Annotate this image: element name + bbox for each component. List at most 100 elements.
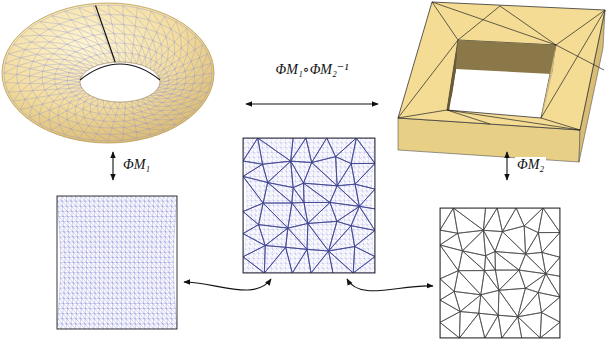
- seam-line: [96, 5, 116, 62]
- mesh-edge: [139, 226, 143, 227]
- mesh-edge: [124, 34, 125, 43]
- mesh-edge: [91, 112, 94, 120]
- mesh-edge: [55, 73, 69, 74]
- mesh-edge: [126, 196, 127, 201]
- mesh-edge: [30, 61, 33, 68]
- mesh-edge: [117, 216, 121, 217]
- mesh-edge: [157, 120, 161, 125]
- mesh-edge: [125, 43, 133, 53]
- mesh-edge: [161, 227, 165, 232]
- mesh-edge: [97, 133, 110, 135]
- mesh-edge: [200, 58, 203, 66]
- mesh-edge: [73, 231, 77, 232]
- mesh-edge: [168, 98, 175, 101]
- mesh-edge: [18, 58, 21, 66]
- mesh-edge: [130, 247, 134, 248]
- mesh-edge: [69, 247, 73, 248]
- mesh-edge: [143, 222, 144, 227]
- mesh-edge: [153, 221, 157, 222]
- mesh-edge: [162, 216, 166, 221]
- mesh-edge: [87, 257, 91, 262]
- mesh-edge: [60, 252, 64, 253]
- mesh-edge: [148, 221, 152, 222]
- mesh-edge: [61, 262, 65, 263]
- mesh-edge: [134, 211, 135, 216]
- mesh-edge: [136, 129, 148, 132]
- mesh-edge: [42, 48, 53, 54]
- mesh-edge: [111, 102, 115, 108]
- mesh-edge: [75, 115, 78, 124]
- mesh-edge: [137, 55, 139, 64]
- mesh-edge: [43, 65, 45, 71]
- mesh-edge: [90, 206, 95, 207]
- mesh-edge: [124, 127, 137, 132]
- mesh-edge: [126, 201, 131, 202]
- mesh-edge: [103, 211, 108, 216]
- mesh-edge: [16, 75, 18, 84]
- mesh-edge: [104, 121, 114, 122]
- mesh-edge: [60, 236, 64, 237]
- mesh-edge: [130, 242, 134, 243]
- mesh-edge: [121, 257, 125, 258]
- mesh-edge: [170, 211, 171, 216]
- mesh-edge: [73, 226, 77, 227]
- mesh-edge: [167, 201, 171, 206]
- mesh-edge: [138, 237, 139, 242]
- mesh-edge: [167, 73, 169, 77]
- mesh-edge: [172, 90, 183, 94]
- mesh-edge: [67, 81, 80, 83]
- mesh-edge: [76, 206, 81, 211]
- mesh-edge: [89, 25, 101, 27]
- mesh-edge: [120, 102, 125, 108]
- mesh-edge: [156, 52, 157, 62]
- mesh-edge: [139, 232, 143, 237]
- mesh-edge: [55, 69, 57, 74]
- mesh-edge: [131, 206, 135, 211]
- mesh-edge: [202, 54, 207, 66]
- mesh-edge: [108, 206, 113, 211]
- mesh-edge: [82, 226, 86, 227]
- mesh-edge: [161, 236, 165, 237]
- mesh-edge: [33, 61, 45, 65]
- mesh-edge: [160, 120, 171, 125]
- mesh-edge: [161, 247, 165, 248]
- mesh-edge: [169, 232, 170, 237]
- mesh-edge: [144, 201, 149, 202]
- mesh-edge: [144, 222, 148, 227]
- mesh-edge: [85, 201, 90, 206]
- mesh-edge: [167, 206, 171, 211]
- mesh-edge: [151, 257, 152, 262]
- mesh-edge: [160, 247, 161, 252]
- mesh-edge: [21, 99, 26, 109]
- mesh-edge: [71, 123, 77, 129]
- mesh-edge: [21, 36, 32, 42]
- mesh-edge: [126, 206, 127, 211]
- mesh-edge: [130, 216, 134, 221]
- mesh-edge: [153, 196, 154, 201]
- mesh-edge: [157, 231, 161, 232]
- mesh-edge: [134, 242, 138, 247]
- mesh-edge: [124, 115, 125, 121]
- mesh-edge: [5, 75, 17, 83]
- mesh-edge: [95, 222, 100, 227]
- mesh-edge: [135, 222, 139, 227]
- mesh-edge: [177, 71, 185, 79]
- mesh-edge: [124, 34, 134, 35]
- mesh-edge: [29, 118, 39, 125]
- mesh-edge: [86, 237, 90, 242]
- mesh-edge: [157, 221, 161, 222]
- mesh-edge: [161, 44, 162, 55]
- mesh-edge: [167, 84, 177, 88]
- mesh-edge: [139, 247, 143, 248]
- mesh-edge: [144, 118, 157, 120]
- mesh-edge: [121, 226, 125, 227]
- mesh-edge: [187, 98, 195, 100]
- mesh-edge: [108, 196, 113, 201]
- mesh-edge: [153, 114, 166, 116]
- mesh-edge: [185, 76, 194, 84]
- mesh-edge: [145, 57, 151, 59]
- mesh-edge: [21, 28, 30, 36]
- mesh-edge: [134, 257, 138, 262]
- mesh-edge: [187, 91, 199, 97]
- mesh-edge: [126, 201, 127, 206]
